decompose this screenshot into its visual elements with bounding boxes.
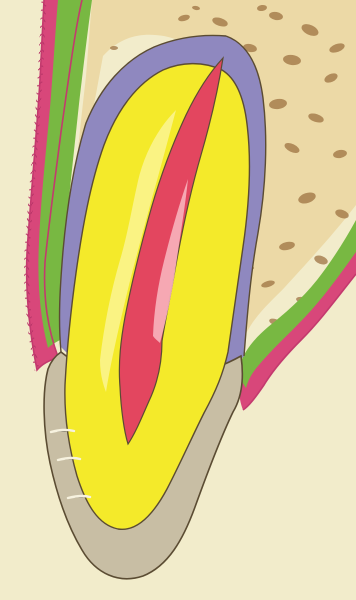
bone-pore — [110, 46, 118, 50]
